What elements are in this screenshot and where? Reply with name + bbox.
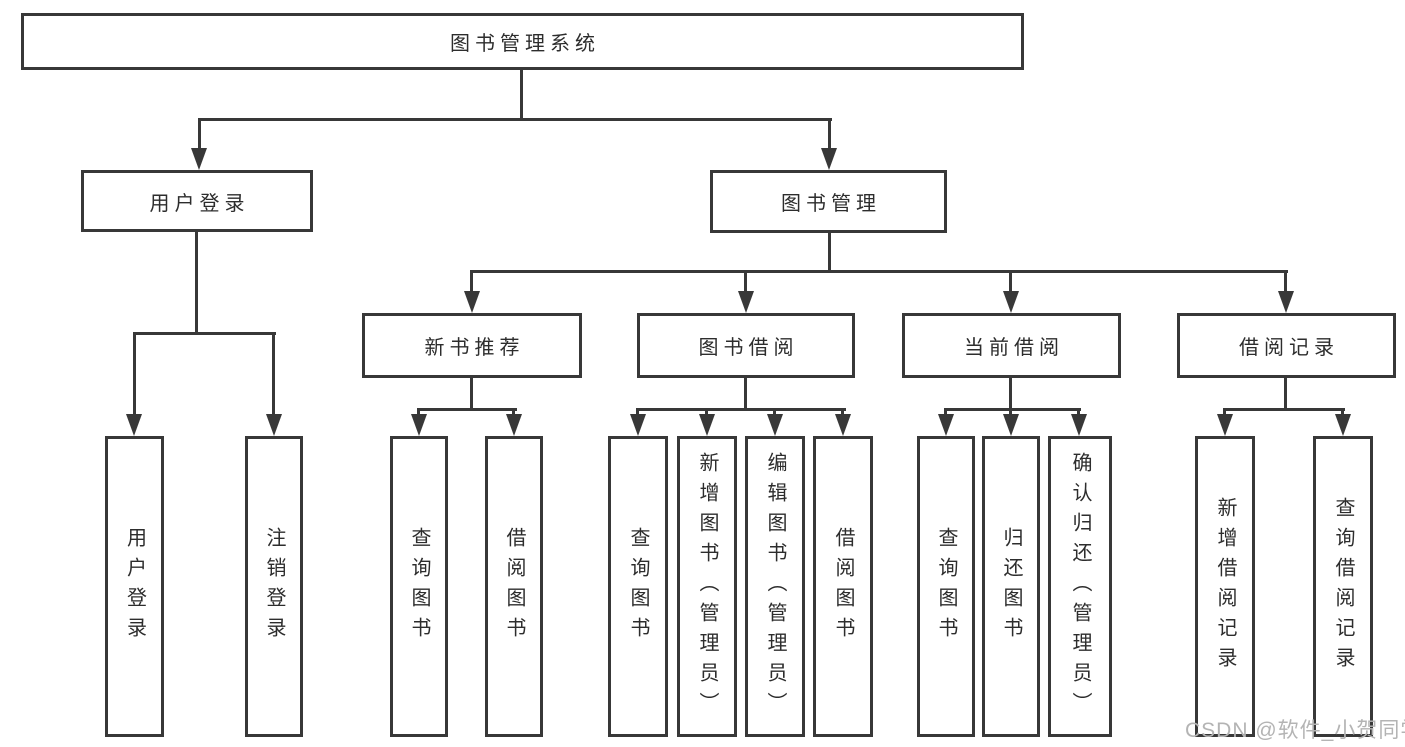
connector-line: [944, 408, 947, 416]
node-borrow-record: 借阅记录: [1177, 313, 1396, 378]
node-query-books-2-label: 查询图书: [627, 526, 649, 647]
arrowhead-down-icon: [1217, 414, 1233, 436]
connector-line: [636, 408, 846, 411]
node-current-borrow-label: 当前借阅: [964, 337, 1064, 359]
csdn-watermark: CSDN @软件_小贺同学: [1185, 719, 1405, 742]
node-logout: 注销登录: [245, 436, 303, 737]
arrowhead-down-icon: [506, 414, 522, 436]
node-user-login-leaf: 用户登录: [105, 436, 164, 737]
node-root-label: 图书管理系统: [450, 33, 600, 55]
node-book-borrow-label: 图书借阅: [698, 337, 799, 359]
connector-line: [773, 408, 776, 416]
node-book-borrow: 图书借阅: [637, 313, 855, 378]
node-query-books-1: 查询图书: [390, 436, 448, 737]
connector-line: [828, 118, 831, 150]
node-borrow-books-2: 借阅图书: [813, 436, 873, 737]
node-query-borrow-record: 查询借阅记录: [1313, 436, 1373, 737]
arrowhead-down-icon: [938, 414, 954, 436]
connector-line: [512, 408, 515, 416]
connector-line: [1077, 408, 1080, 416]
arrowhead-down-icon: [1335, 414, 1351, 436]
connector-line: [1009, 270, 1012, 293]
arrowhead-down-icon: [1003, 291, 1019, 313]
node-borrow-books-1-label: 借阅图书: [503, 526, 525, 647]
connector-line: [133, 332, 276, 335]
node-borrow-books-2-label: 借阅图书: [832, 526, 854, 647]
arrowhead-down-icon: [738, 291, 754, 313]
connector-line: [1284, 378, 1287, 411]
connector-line: [1009, 408, 1012, 416]
arrowhead-down-icon: [630, 414, 646, 436]
connector-line: [1223, 408, 1226, 416]
arrowhead-down-icon: [699, 414, 715, 436]
node-confirm-return-admin: 确认归还（管理员）: [1048, 436, 1112, 737]
connector-line: [470, 270, 473, 293]
node-query-books-2: 查询图书: [608, 436, 668, 737]
node-current-borrow: 当前借阅: [902, 313, 1121, 378]
node-book-management: 图书管理: [710, 170, 947, 233]
node-edit-book-admin-label: 编辑图书（管理员）: [764, 451, 786, 722]
arrowhead-down-icon: [464, 291, 480, 313]
connector-line: [1341, 408, 1344, 416]
node-book-management-label: 图书管理: [781, 193, 881, 215]
connector-line: [195, 231, 198, 334]
connector-line: [1223, 408, 1345, 411]
connector-line: [470, 378, 473, 411]
node-user-login-label: 用户登录: [149, 192, 250, 215]
node-add-book-admin: 新增图书（管理员）: [677, 436, 737, 737]
connector-line: [744, 378, 747, 411]
node-return-book: 归还图书: [982, 436, 1040, 737]
connector-line: [417, 408, 517, 411]
arrowhead-down-icon: [411, 414, 427, 436]
arrowhead-down-icon: [767, 414, 783, 436]
connector-line: [198, 118, 832, 121]
connector-line: [841, 408, 844, 416]
connector-line: [520, 70, 523, 120]
arrowhead-down-icon: [1278, 291, 1294, 313]
connector-line: [828, 233, 831, 273]
connector-line: [744, 270, 747, 293]
node-query-books-3: 查询图书: [917, 436, 975, 737]
node-add-book-admin-label: 新增图书（管理员）: [696, 451, 718, 722]
node-query-borrow-record-label: 查询借阅记录: [1332, 496, 1354, 677]
connector-line: [636, 408, 639, 416]
node-user-login-leaf-label: 用户登录: [123, 526, 146, 647]
connector-line: [1009, 378, 1012, 411]
node-new-book-recommend: 新书推荐: [362, 313, 582, 378]
node-confirm-return-admin-label: 确认归还（管理员）: [1069, 451, 1091, 722]
node-root: 图书管理系统: [21, 13, 1024, 70]
connector-line: [198, 118, 201, 150]
connector-line: [417, 408, 420, 416]
arrowhead-down-icon: [126, 414, 142, 436]
node-borrow-books-1: 借阅图书: [485, 436, 543, 737]
arrowhead-down-icon: [821, 148, 837, 170]
connector-line: [944, 408, 1081, 411]
node-return-book-label: 归还图书: [1000, 526, 1022, 647]
connector-line: [133, 332, 136, 416]
node-borrow-record-label: 借阅记录: [1239, 337, 1339, 359]
connector-line: [705, 408, 708, 416]
arrowhead-down-icon: [191, 148, 207, 170]
node-query-books-1-label: 查询图书: [408, 526, 430, 647]
arrowhead-down-icon: [835, 414, 851, 436]
node-user-login: 用户登录: [81, 170, 313, 232]
connector-line: [470, 270, 1288, 273]
arrowhead-down-icon: [1003, 414, 1019, 436]
node-add-borrow-record: 新增借阅记录: [1195, 436, 1255, 737]
node-edit-book-admin: 编辑图书（管理员）: [745, 436, 805, 737]
node-add-borrow-record-label: 新增借阅记录: [1214, 496, 1236, 677]
arrowhead-down-icon: [1071, 414, 1087, 436]
connector-line: [272, 332, 275, 416]
node-query-books-3-label: 查询图书: [935, 526, 957, 647]
node-new-book-recommend-label: 新书推荐: [424, 337, 525, 359]
node-logout-label: 注销登录: [263, 526, 285, 647]
connector-line: [1284, 270, 1287, 293]
arrowhead-down-icon: [266, 414, 282, 436]
